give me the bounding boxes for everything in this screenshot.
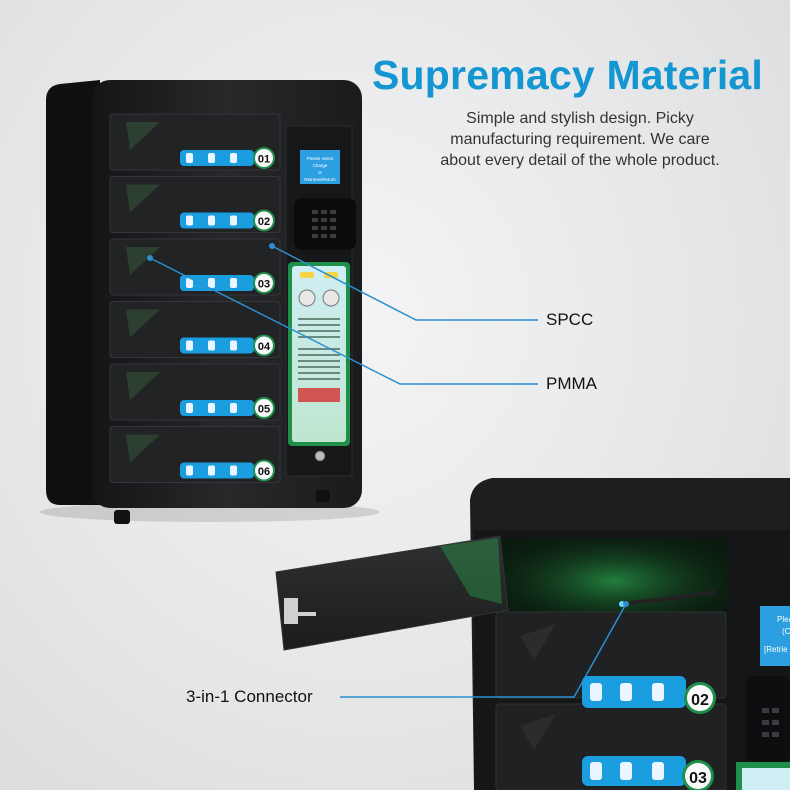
- closeup-label-03: 03: [689, 770, 707, 787]
- callout-line-pmma: [149, 257, 538, 385]
- screen-line-3: or: [318, 170, 323, 175]
- description: Simple and stylish design. Picky manufac…: [400, 108, 760, 171]
- phone-icon: [186, 465, 193, 476]
- callout-lines: [149, 245, 627, 698]
- phone-icon: [208, 403, 215, 413]
- compartment-number: 04: [258, 341, 271, 353]
- phone-icon: [208, 215, 215, 226]
- compartment-door: 02: [109, 176, 281, 233]
- compartment-door: 06: [109, 426, 281, 483]
- phone-icon: [186, 278, 193, 288]
- phone-icon: [186, 215, 193, 226]
- callout-label-pmma: PMMA: [546, 374, 597, 393]
- phone-icon: [208, 278, 215, 288]
- callout-dot-spcc: [269, 243, 275, 249]
- page-title: Supremacy Material: [372, 52, 763, 98]
- callout-dot-pmma: [147, 255, 153, 261]
- compartment-number: 03: [258, 279, 270, 291]
- screen-line-2: Charge: [313, 163, 328, 168]
- callout-dot-connector: [623, 601, 629, 607]
- compartment-number: 01: [258, 154, 270, 166]
- phone-icon: [186, 340, 193, 351]
- closeup-locker: [275, 478, 790, 790]
- description-line-3: about every detail of the whole product.: [440, 152, 720, 169]
- description-line-1: Simple and stylish design. Picky: [466, 110, 694, 127]
- screen-line-1: Please select: [307, 156, 335, 161]
- phone-icon: [186, 403, 193, 413]
- callout-label-spcc: SPCC: [546, 310, 594, 329]
- closeup-screen-line-1: Plea: [777, 615, 790, 624]
- compartment-door: 03: [109, 238, 281, 296]
- phone-icon: [208, 340, 215, 351]
- callout-line-spcc: [271, 245, 538, 321]
- compartment-number: 06: [258, 466, 270, 478]
- compartment-door: 01: [109, 113, 281, 171]
- locker-doors: 01 02 03 04 05 06: [109, 113, 281, 483]
- compartment-number: 02: [258, 216, 270, 228]
- phone-icon: [230, 465, 237, 476]
- phone-icon: [230, 278, 237, 288]
- compartment-door: 05: [109, 363, 281, 421]
- phone-icon: [230, 340, 237, 351]
- phone-icon: [208, 153, 215, 163]
- screen-line-4: Retrieve/Return: [304, 177, 336, 182]
- phone-icon: [186, 153, 193, 163]
- phone-icon: [230, 215, 237, 226]
- closeup-screen-line-2: (C: [782, 627, 790, 636]
- compartment-number: 05: [258, 404, 270, 416]
- phone-icon: [208, 465, 215, 476]
- phone-icon: [230, 403, 237, 413]
- closeup-screen-line-3: [Retrie: [764, 645, 788, 654]
- phone-icon: [230, 153, 237, 163]
- closeup-label-02: 02: [691, 692, 709, 709]
- compartment-door: 04: [109, 301, 281, 358]
- callout-label-connector: 3-in-1 Connector: [186, 687, 313, 706]
- callout-line-connector: [340, 603, 627, 698]
- description-line-2: manufacturing requirement. We care: [450, 131, 710, 148]
